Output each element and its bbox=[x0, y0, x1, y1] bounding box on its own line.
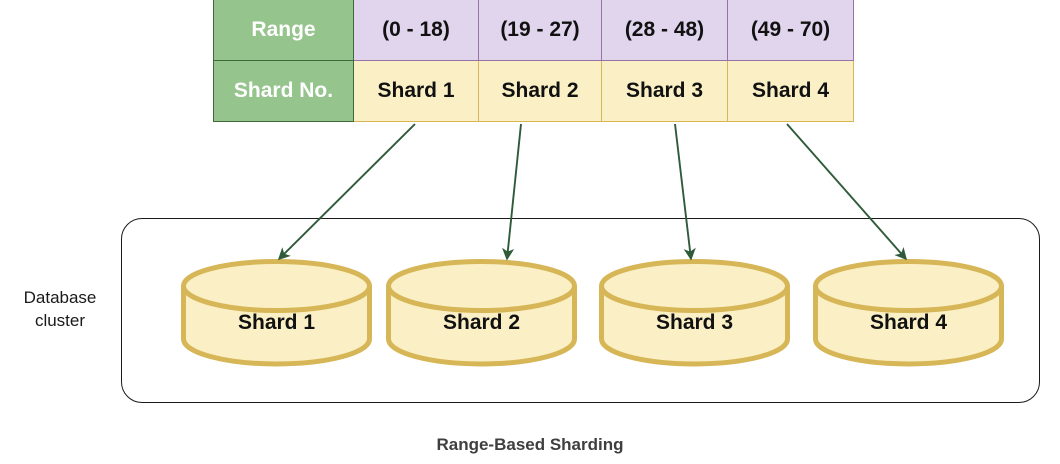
database-cluster-container bbox=[121, 218, 1040, 403]
shard-node-label-2: Shard 2 bbox=[442, 310, 521, 334]
shard-node-4[interactable]: Shard 4 bbox=[812, 259, 1005, 367]
range-cell-4: (49 - 70) bbox=[727, 0, 854, 61]
range-shard-lookup-table: Range (0 - 18) (19 - 27) (28 - 48) (49 -… bbox=[213, 0, 854, 122]
shard-cell-1: Shard 1 bbox=[353, 60, 479, 122]
range-cell-1: (0 - 18) bbox=[353, 0, 479, 61]
range-cell-2: (19 - 27) bbox=[478, 0, 602, 61]
shard-node-2[interactable]: Shard 2 bbox=[385, 259, 578, 367]
row-header-range: Range bbox=[213, 0, 354, 61]
shard-node-label-1: Shard 1 bbox=[237, 310, 316, 334]
database-cylinder-icon bbox=[599, 259, 790, 367]
database-cylinder-icon bbox=[813, 259, 1004, 367]
table-row-shard-no: Shard No. Shard 1 Shard 2 Shard 3 Shard … bbox=[213, 60, 854, 122]
shard-cell-3: Shard 3 bbox=[601, 60, 728, 122]
shard-cell-2: Shard 2 bbox=[478, 60, 602, 122]
shard-node-label-4: Shard 4 bbox=[869, 310, 948, 334]
database-cluster-label: Database cluster bbox=[4, 287, 116, 333]
shard-cell-4: Shard 4 bbox=[727, 60, 854, 122]
diagram-caption: Range-Based Sharding bbox=[436, 435, 624, 454]
database-cluster-label-line1: Database bbox=[23, 288, 97, 307]
shard-node-label-3: Shard 3 bbox=[655, 310, 734, 334]
range-cell-3: (28 - 48) bbox=[601, 0, 728, 61]
shard-node-3[interactable]: Shard 3 bbox=[598, 259, 791, 367]
database-cluster-label-line2: cluster bbox=[34, 310, 86, 330]
shard-node-1[interactable]: Shard 1 bbox=[180, 259, 373, 367]
database-cylinder-icon bbox=[386, 259, 577, 367]
database-cylinder-icon bbox=[181, 259, 372, 367]
row-header-shard-no: Shard No. bbox=[213, 60, 354, 122]
table-row-range: Range (0 - 18) (19 - 27) (28 - 48) (49 -… bbox=[213, 0, 854, 61]
